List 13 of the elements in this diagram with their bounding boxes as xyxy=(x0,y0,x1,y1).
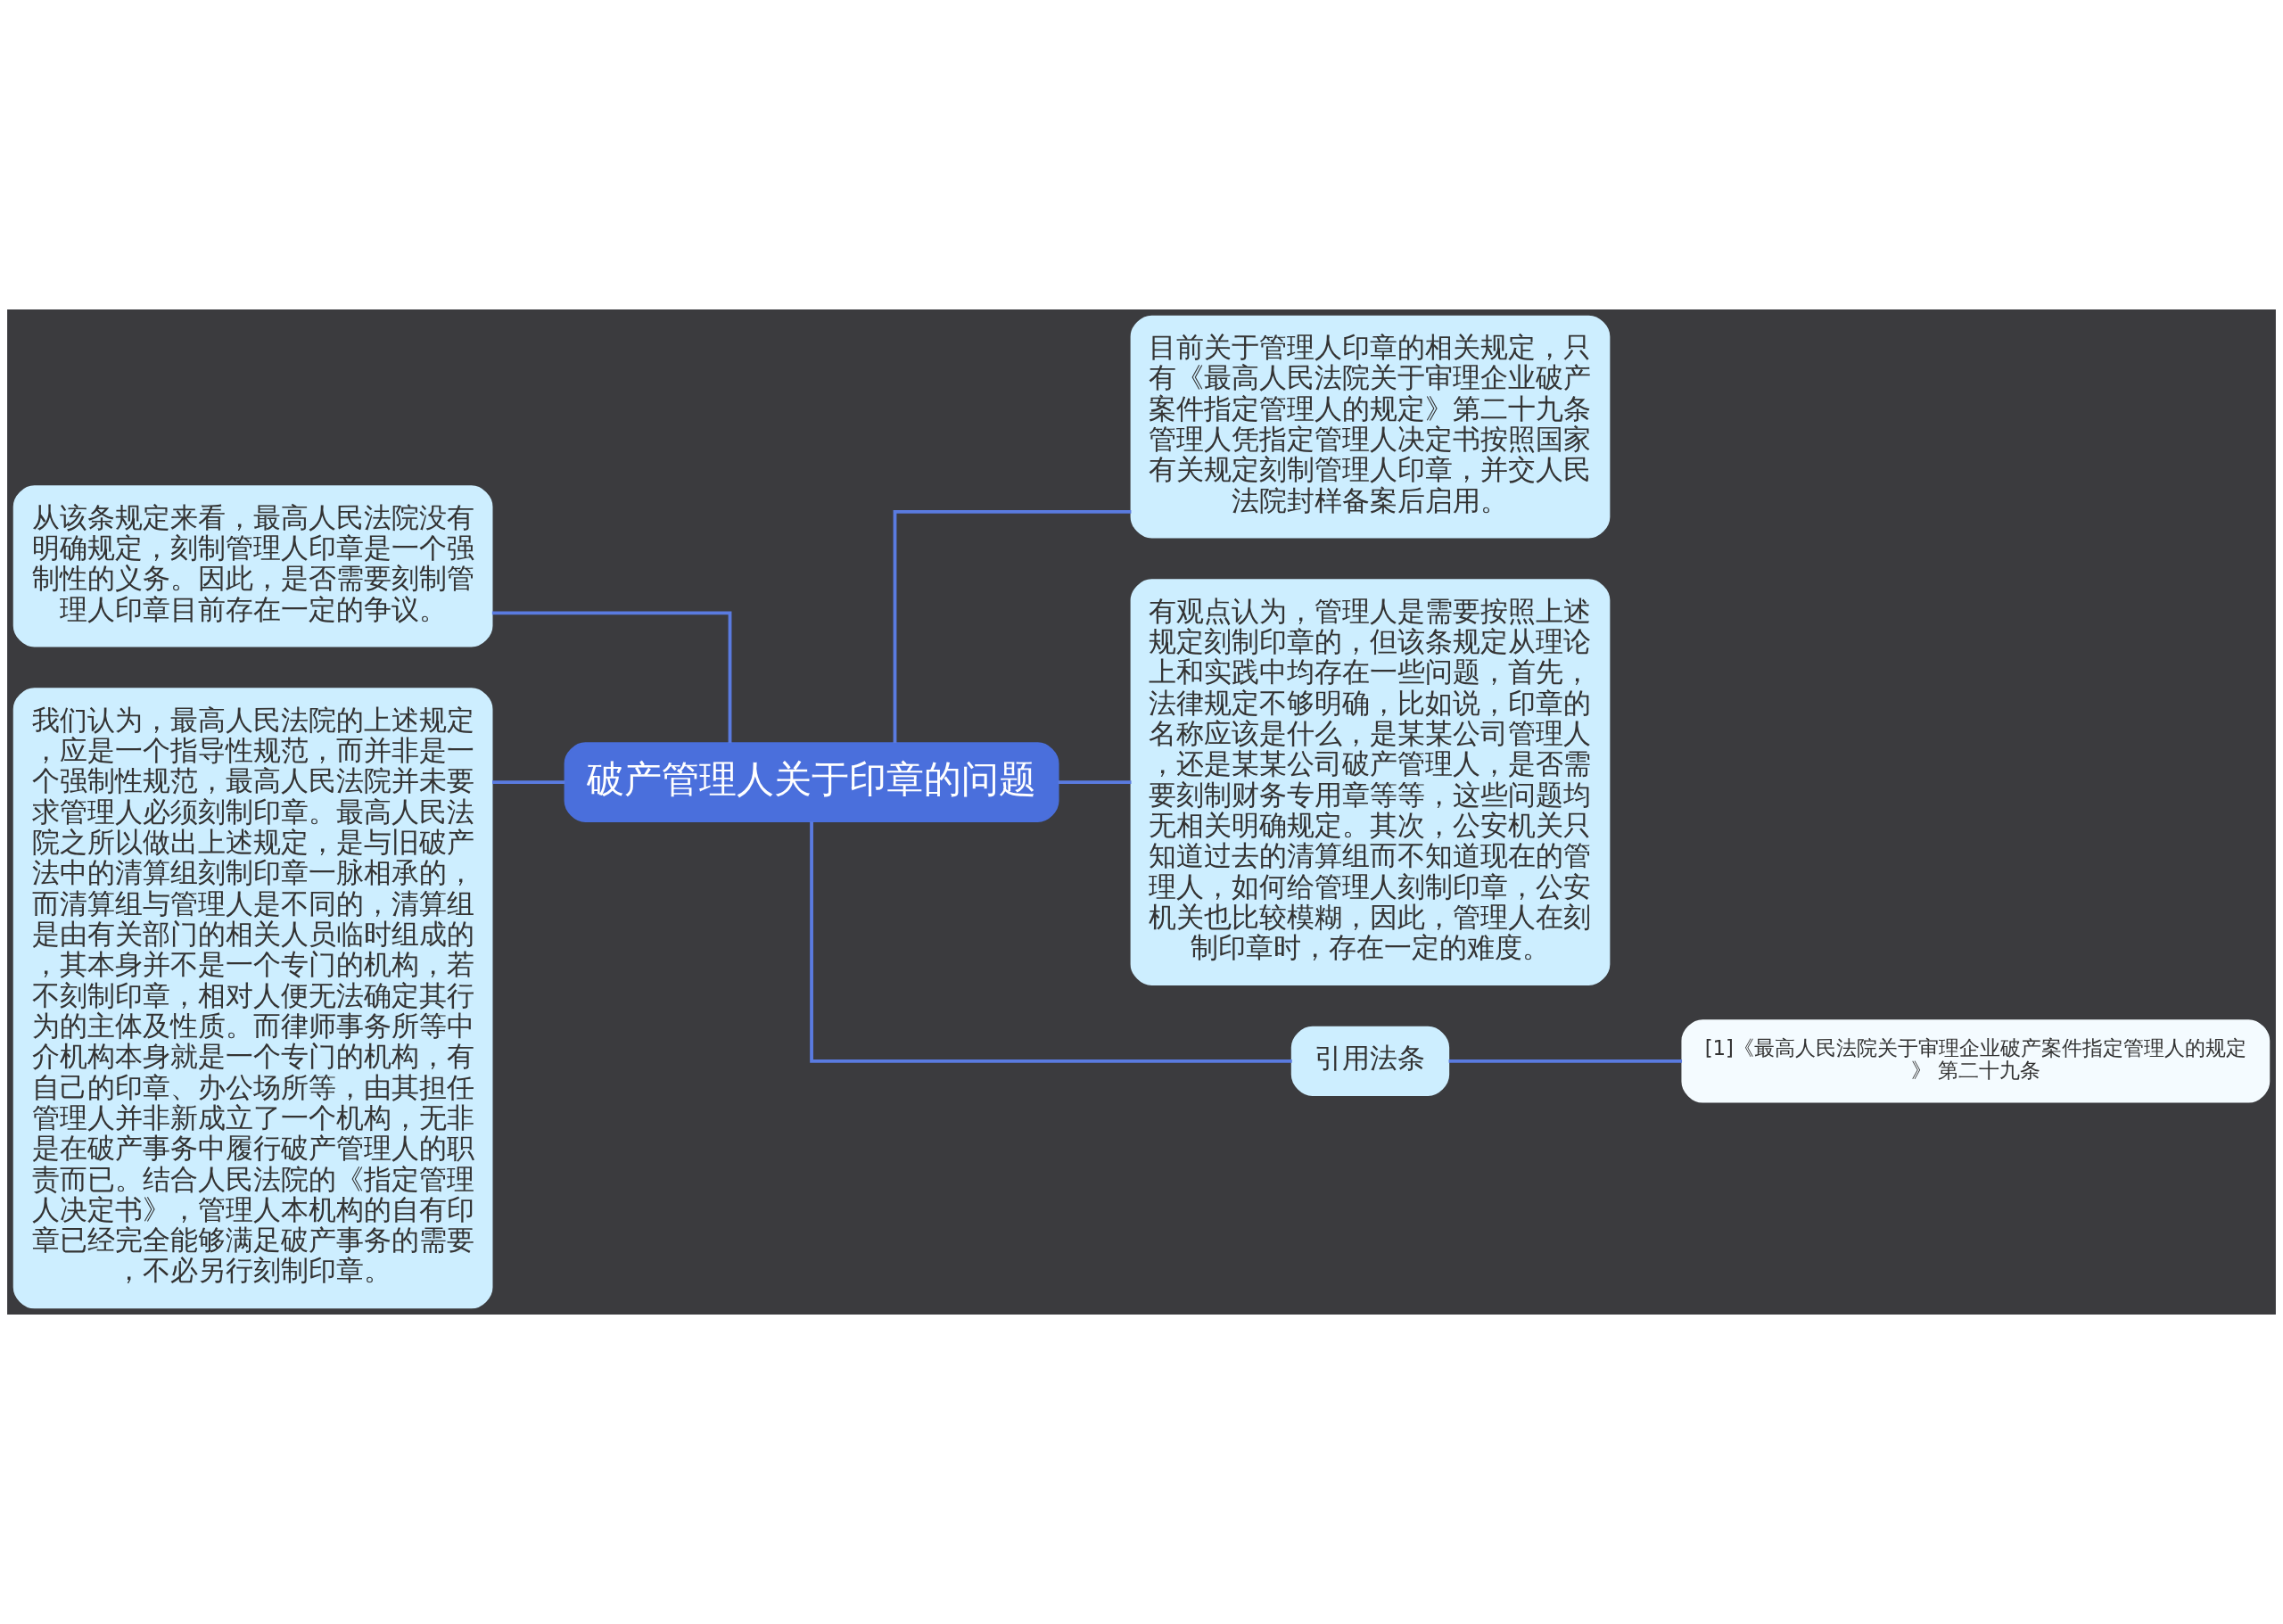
node-box: 有观点认为，管理人是需要按照上述规定刻制印章的，但该条规定从理论上和实践中均存在一些问题，首先，法律规定不够明确，比如说，印章的名称应该是什么，是某某公司管理人，还是某某公司破产管理人，是否需要刻制财务专用章等等，这些问题均无相关明确规定。其次，公安机关只知道过去的清算组而不知道现在的管理人，如何给管理人刻制印章，公安机关也比较模糊，因此，管理人在刻制印章时，存在一定的难度。 xyxy=(1130,579,1611,985)
connector xyxy=(491,611,732,744)
node-box: 目前关于管理人印章的相关规定，只有《最高人民法院关于审理企业破产案件指定管理人的规定》第二十九条管理人凭指定管理人决定书按照国家有关规定刻制管理人印章，并交人民法院封样备案后启用。 xyxy=(1130,315,1611,539)
connector xyxy=(810,821,1292,1063)
node-box: 我们认为，最高人民法院的上述规定，应是一个指导性规范，而并非是一个强制性规范，最高人民法院并未要求管理人必须刻制印章。最高人民法院之所以做出上述规定，是与旧破产法中的清算组刻制印章一脉相承的，而清算组与管理人是不同的，清算组是由有关部门的相关人员临时组成的，其本身并不是一个专门的机构，若不刻制印章，相对人便无法确定其行为的主体及性质。而律师事务所等中介机构本身就是一个专门的机构，有自己的印章、办公场所等，由其担任管理人并非新成立了一个机构，无非是在破产事务中履行破产管理人的职责而已。结合人民法院的《指定管理人决定书》，管理人本机构的自有印章已经完全能够满足破产事务的需要，不必另行刻制印章。 xyxy=(12,688,493,1309)
connector xyxy=(1448,1059,1683,1063)
node-box: 从该条规定来看，最高人民法院没有明确规定，刻制管理人印章是一个强制性的义务。因此，是否需要刻制管理人印章目前存在一定的争议。 xyxy=(12,485,493,647)
connector xyxy=(893,510,1132,744)
node-box: 引用法条 xyxy=(1290,1026,1450,1096)
node-box: [1]《最高人民法院关于审理企业破产案件指定管理人的规定》 第二十九条 xyxy=(1681,1019,2271,1103)
connector xyxy=(492,780,565,785)
connector xyxy=(1058,780,1132,785)
node-box: 破产管理人关于印章的问题 xyxy=(564,742,1059,822)
